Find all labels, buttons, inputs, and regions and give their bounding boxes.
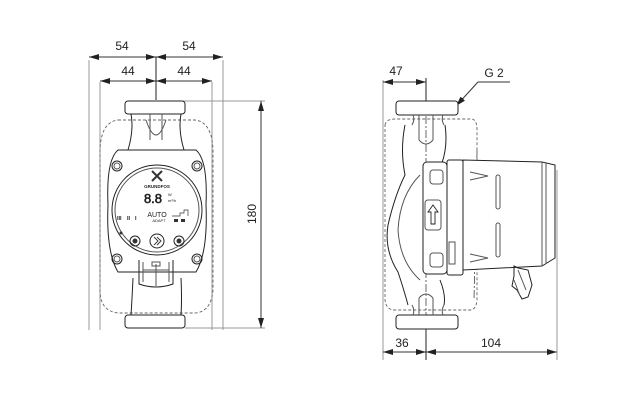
front-view: 54 54 44 44 180	[88, 39, 265, 330]
pump-neck-bottom	[130, 277, 182, 316]
screw-bottom-right	[191, 253, 203, 265]
pressure-curve-icon	[172, 209, 189, 222]
cable-connector-detail	[142, 262, 170, 286]
night-setback-button[interactable]	[129, 235, 141, 247]
insulation-envelope	[384, 118, 478, 311]
mode-button[interactable]	[173, 235, 185, 247]
unit-power: W	[168, 192, 172, 197]
top-flange	[395, 100, 459, 116]
unit-energy: m³/h	[168, 198, 176, 203]
cable-plug	[511, 265, 533, 300]
screw-bottom-left	[111, 253, 123, 265]
dim-label-36: 36	[395, 336, 409, 350]
dim-label-44-left: 44	[121, 64, 135, 78]
bottom-flange	[395, 314, 459, 330]
pump-neck-detail	[145, 114, 167, 140]
thread-label: G 2	[484, 66, 504, 80]
control-head-ring	[111, 164, 203, 256]
chevron-right-icon	[153, 236, 162, 246]
vent-slot-top	[495, 174, 501, 210]
terminal-box	[448, 241, 456, 265]
volute-curve	[397, 174, 421, 281]
control-head-housing	[107, 149, 207, 273]
top-flange	[124, 100, 186, 115]
dim-label-54-left: 54	[115, 39, 129, 53]
dim-label-104: 104	[481, 336, 501, 350]
motor-stator	[462, 159, 556, 271]
display-value: 8.8	[144, 191, 162, 206]
cable-connector	[138, 260, 174, 288]
pump-body-outline-left	[386, 124, 409, 306]
dim-label-180: 180	[245, 204, 259, 224]
vent-slot-bottom	[495, 222, 501, 258]
side-view: 47 G 2 36 104	[382, 64, 558, 360]
flow-direction-panel	[424, 199, 442, 231]
speed-indicator-1: I	[135, 216, 137, 222]
bottom-neck-detail	[411, 293, 445, 316]
mode-sub-label: ADAPT	[152, 218, 166, 223]
cable-plug-detail	[513, 269, 527, 297]
connector-latch	[151, 261, 161, 267]
control-head-ring-inner	[114, 167, 200, 253]
top-neck-detail	[411, 114, 445, 145]
brand-logo-icon	[151, 170, 163, 182]
brand-text: GRUNDFOS	[144, 184, 170, 189]
pump-body-outline-right	[439, 124, 447, 306]
dim-label-47: 47	[389, 64, 403, 78]
pump-neck-top	[127, 113, 185, 151]
speed-indicator-3: III	[117, 216, 122, 222]
mode-label: AUTO	[147, 212, 167, 219]
fin-top	[469, 171, 489, 181]
fin-bottom	[469, 253, 489, 263]
arrow-up-icon	[427, 204, 439, 225]
insulation-envelope	[99, 119, 214, 314]
screw-top-left	[111, 160, 123, 172]
dim-label-44-right: 44	[177, 64, 191, 78]
screw-top-right	[191, 160, 203, 172]
block-recess-bottom	[429, 252, 444, 268]
block-recess-top	[429, 169, 444, 185]
indicator-led	[119, 231, 123, 235]
dim-label-54-right: 54	[182, 39, 196, 53]
speed-indicator-2: II	[127, 216, 131, 222]
leader-line-arrow	[455, 81, 479, 107]
select-button[interactable]	[149, 233, 165, 249]
bottom-flange	[124, 314, 186, 329]
